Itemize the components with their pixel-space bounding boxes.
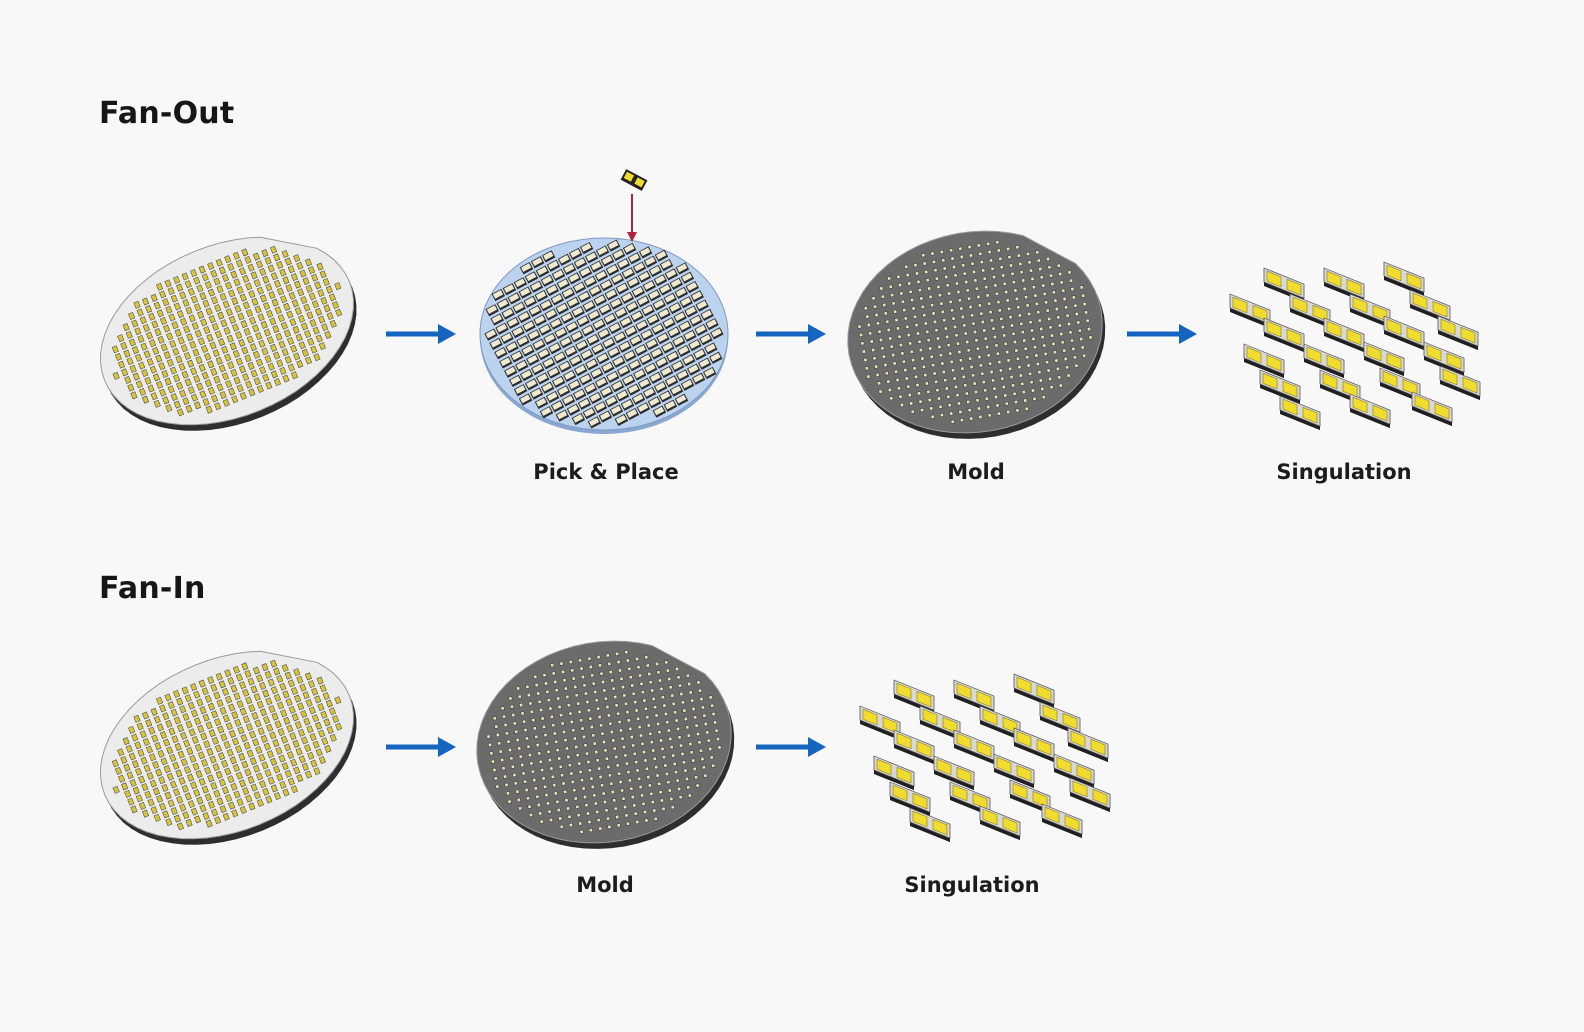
fan-in-arrow-2: [756, 737, 826, 757]
fan-out-mold-label: Mold: [947, 460, 1005, 484]
fan-in-wafer: [100, 650, 357, 845]
fan-in-arrow-1: [386, 737, 456, 757]
fan-out-singulated-chips: [1229, 261, 1481, 431]
fan-out-title: Fan-Out: [99, 96, 235, 131]
fan-in-title: Fan-In: [99, 571, 206, 606]
fan-in-singulated-chips: [859, 673, 1111, 843]
fan-out-pick-place-label: Pick & Place: [533, 460, 679, 484]
fan-in-mold-label: Mold: [576, 873, 634, 897]
fan-out-singulation-label: Singulation: [1276, 460, 1412, 484]
fan-in-mold-wafer: [476, 640, 735, 849]
fan-out-arrow-1: [386, 324, 456, 344]
fan-out-pick-place-wafer: [479, 169, 729, 434]
fan-out-arrow-3: [1127, 324, 1197, 344]
fan-out-arrow-2: [756, 324, 826, 344]
fan-in-singulation-label: Singulation: [904, 873, 1040, 897]
fan-out-wafer: [100, 236, 357, 431]
fan-out-mold-wafer: [847, 230, 1106, 439]
